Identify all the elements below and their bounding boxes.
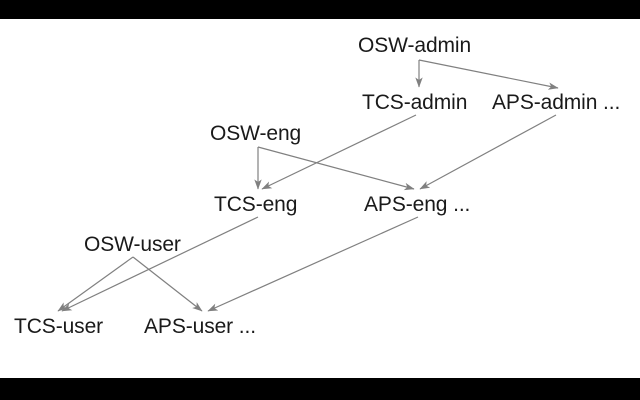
edge-osw-eng-to-aps-eng: [257, 146, 415, 191]
edge-aps-eng-to-aps-user: [207, 216, 419, 312]
node-label-tcs-user[interactable]: TCS-user: [14, 315, 104, 338]
node-label-tcs-admin[interactable]: TCS-admin: [362, 91, 468, 114]
node-label-tcs-eng[interactable]: TCS-eng: [214, 193, 298, 216]
node-label-aps-eng[interactable]: APS-eng ...: [364, 193, 471, 216]
node-label-osw-user[interactable]: OSW-user: [84, 233, 181, 256]
edge-group: [57, 59, 559, 312]
node-label-osw-admin[interactable]: OSW-admin: [358, 34, 472, 57]
node-label-aps-admin[interactable]: APS-admin ...: [492, 91, 621, 114]
node-label-aps-user[interactable]: APS-user ...: [144, 315, 257, 338]
edge-aps-admin-to-aps-eng: [419, 114, 557, 190]
node-label-osw-eng[interactable]: OSW-eng: [210, 122, 302, 145]
edge-osw-user-to-tcs-user: [57, 256, 134, 312]
edge-osw-user-to-aps-user: [132, 256, 203, 312]
edge-osw-admin-to-aps-admin: [418, 59, 559, 90]
edge-tcs-eng-to-tcs-user: [61, 216, 259, 312]
letterbox-top-bar: [0, 0, 640, 19]
letterbox-bottom-bar: [0, 378, 640, 400]
